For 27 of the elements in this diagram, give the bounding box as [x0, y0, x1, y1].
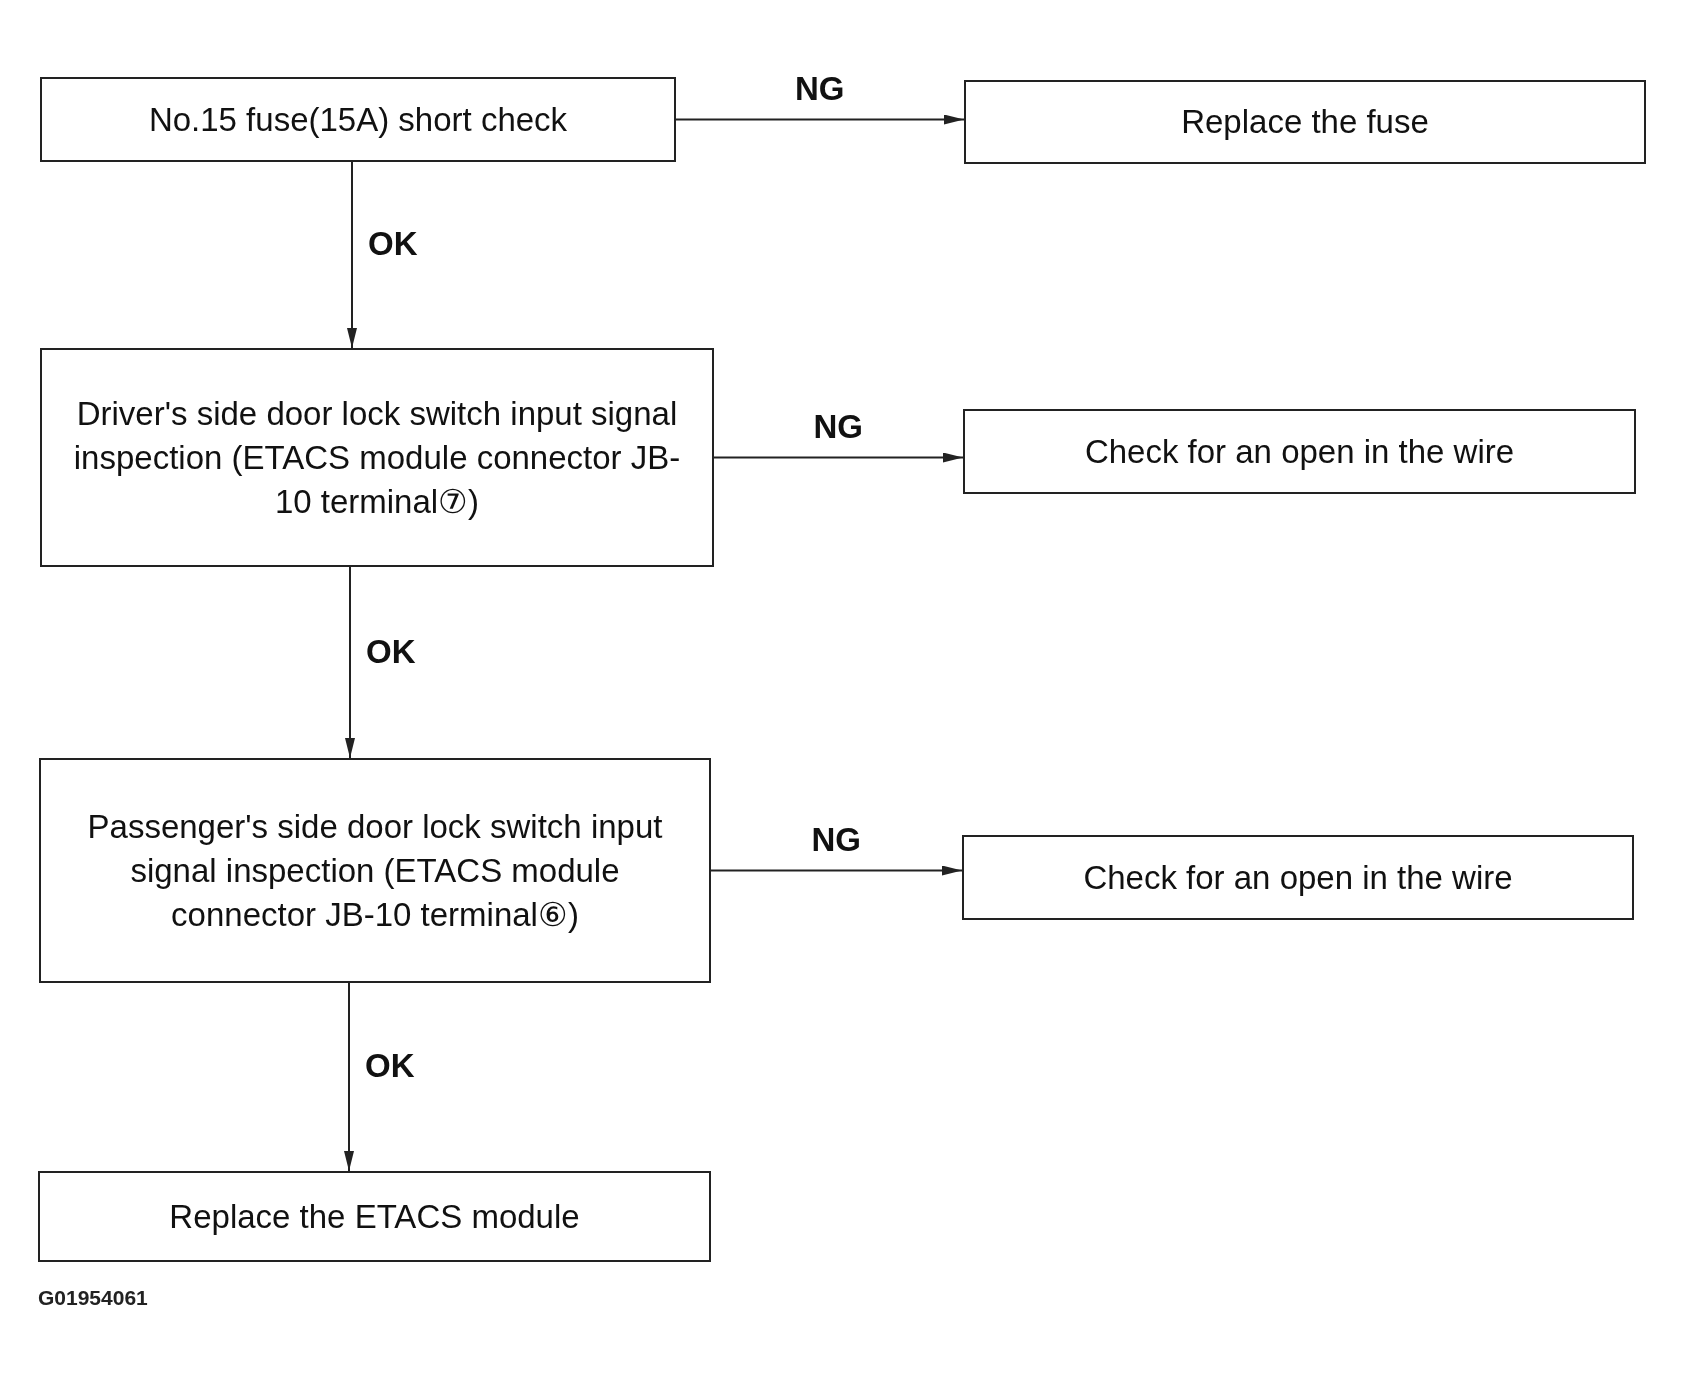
edge-label: NG	[795, 69, 845, 108]
edge-label: OK	[366, 632, 416, 671]
process-box	[40, 348, 714, 567]
process-box	[963, 409, 1636, 494]
arrow	[713, 452, 964, 463]
process-box	[964, 80, 1646, 164]
arrow	[675, 114, 965, 125]
box-text: Check for an open in the wire	[1083, 857, 1513, 898]
arrow	[710, 865, 963, 876]
edge-label: OK	[368, 225, 418, 263]
process-box	[962, 835, 1634, 920]
box-text: No.15 fuse(15A) short check	[148, 99, 568, 140]
process-box	[39, 758, 711, 983]
edge-label: OK	[365, 1047, 415, 1085]
arrow	[347, 161, 357, 349]
process-box	[40, 77, 676, 162]
box-text: Replace the ETACS module	[169, 1196, 580, 1237]
arrow	[345, 566, 355, 759]
figure-code: G01954061	[38, 1286, 148, 1310]
edge-label: NG	[813, 407, 863, 446]
box-text: Check for an open in the wire	[1084, 431, 1515, 472]
box-text: Passenger's side door lock switch input signal inspection (ETACS module connector JB-10 terminal⑥)	[86, 806, 664, 935]
edge-label: NG	[811, 820, 861, 859]
process-box	[38, 1171, 711, 1262]
box-text: Replace the fuse	[1181, 102, 1429, 142]
box-text: Driver's side door lock switch input signal inspection (ETACS module connector JB-10 terminal⑦)	[72, 393, 682, 522]
arrow	[344, 982, 354, 1172]
